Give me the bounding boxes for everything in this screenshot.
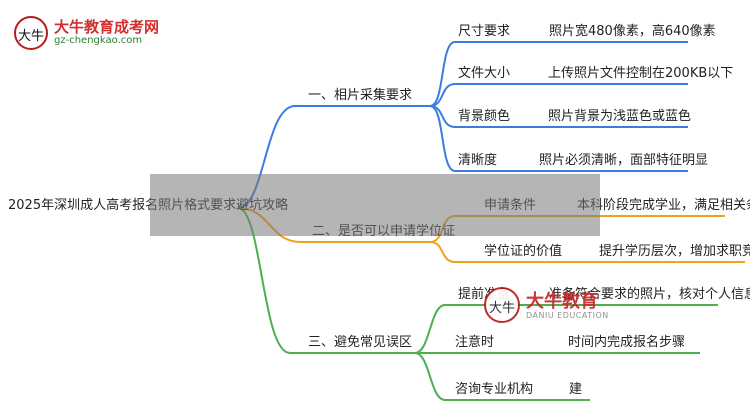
logo-url: gz-chengkao.com xyxy=(54,35,143,46)
watermark-badge-icon: 大牛 xyxy=(484,287,520,323)
logo: 大牛 大牛教育成考网 gz-chengkao.com xyxy=(14,14,164,54)
branch-3-item-3-connector xyxy=(414,352,590,401)
branch-1-item-4-key: 清晰度 xyxy=(458,153,498,168)
branch-1-item-2-key: 文件大小 xyxy=(458,66,511,81)
branch-1-item-3-key: 背景颜色 xyxy=(458,109,511,124)
branch-1-item-4-connector xyxy=(429,105,688,172)
overlay-banner xyxy=(150,174,600,236)
branch-2-item-2-connector xyxy=(429,241,745,263)
branch-3-item-2-value: 时间内完成报名步骤 xyxy=(568,335,686,350)
branch-1-item-1-key: 尺寸要求 xyxy=(458,24,511,39)
branch-1-item-1-value: 照片宽480像素，高640像素 xyxy=(549,24,716,39)
branch-3-item-1-value: 准备符合要求的照片，核对个人信息 xyxy=(549,287,750,302)
branch-1-item-1-connector xyxy=(429,41,688,107)
logo-badge-icon: 大牛 xyxy=(14,16,48,50)
watermark-subtitle: DANIU EDUCATION xyxy=(526,311,609,320)
branch-2-item-2-value: 提升学历层次，增加求职竞争力 xyxy=(599,244,750,259)
watermark-title: 大牛教育 xyxy=(526,291,598,312)
branch-3-label: 三、避免常见误区 xyxy=(308,335,413,350)
branch-1-label: 一、相片采集要求 xyxy=(308,88,413,103)
branch-2-item-2-key: 学位证的价值 xyxy=(484,244,563,259)
branch-2-item-1-value: 本科阶段完成学业，满足相关条件 xyxy=(577,198,750,213)
watermark-logo: 大牛 大牛教育 DANIU EDUCATION xyxy=(484,283,634,333)
branch-1-item-4-value: 照片必须清晰，面部特征明显 xyxy=(539,153,709,168)
branch-3-item-3-key: 咨询专业机构 xyxy=(455,382,534,397)
branch-3-item-1-connector xyxy=(414,304,718,354)
logo-title: 大牛教育成考网 xyxy=(54,18,160,36)
branch-1-item-2-connector xyxy=(429,83,688,107)
branch-1-item-3-value: 照片背景为浅蓝色或蓝色 xyxy=(548,109,692,124)
branch-3-item-2-key: 注意时 xyxy=(455,335,495,350)
branch-1-item-2-value: 上传照片文件控制在200KB以下 xyxy=(548,66,734,81)
branch-3-item-3-value: 建 xyxy=(569,382,583,397)
